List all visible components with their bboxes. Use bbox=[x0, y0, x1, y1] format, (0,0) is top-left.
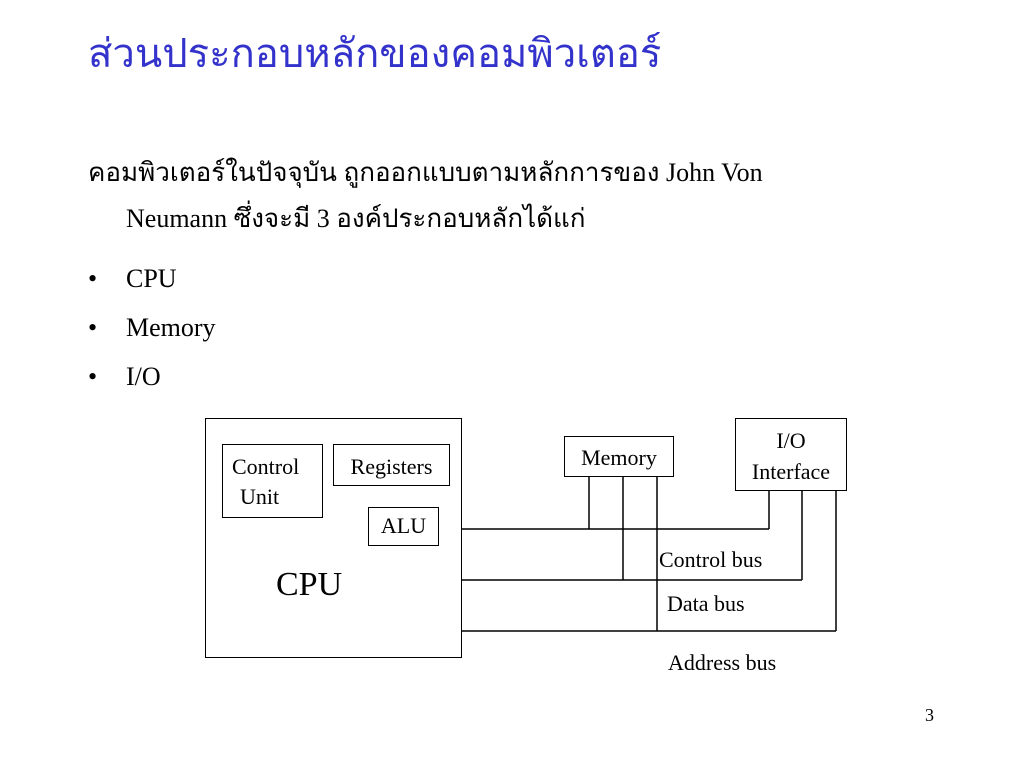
control-bus-label: Control bus bbox=[659, 547, 763, 572]
intro-line-2: Neumann ซึ่งจะมี 3 องค์ประกอบหลักได้แก่ bbox=[126, 204, 586, 233]
data-bus-label: Data bus bbox=[667, 591, 745, 616]
bullet-list: • CPU • Memory • I/O bbox=[88, 258, 216, 405]
io-label-2: Interface bbox=[751, 459, 831, 484]
memory-box bbox=[564, 436, 674, 477]
bullet-icon: • bbox=[88, 362, 98, 391]
page-title: ส่วนประกอบหลักของคอมพิวเตอร์ bbox=[88, 31, 662, 76]
control-unit-box bbox=[222, 444, 323, 518]
bullet-icon: • bbox=[88, 313, 98, 342]
intro-paragraph: คอมพิวเตอร์ในปัจจุบัน ถูกออกแบบตามหลักกา… bbox=[88, 150, 888, 242]
address-bus-label: Address bus bbox=[668, 650, 777, 675]
bullet-text: CPU bbox=[126, 264, 177, 293]
bullet-text: Memory bbox=[126, 313, 216, 342]
bullet-icon: • bbox=[88, 264, 98, 293]
page-number: 3 bbox=[925, 705, 934, 725]
io-interface-box bbox=[735, 418, 847, 491]
cpu-label: CPU bbox=[276, 566, 343, 603]
intro-line-1: คอมพิวเตอร์ในปัจจุบัน ถูกออกแบบตามหลักกา… bbox=[88, 158, 763, 187]
memory-label: Memory bbox=[581, 445, 657, 470]
list-item: • CPU bbox=[88, 258, 216, 307]
io-label-1: I/O bbox=[776, 428, 806, 453]
alu-box bbox=[368, 507, 439, 546]
list-item: • Memory bbox=[88, 307, 216, 356]
bullet-text: I/O bbox=[126, 362, 161, 391]
control-unit-label-1: Control bbox=[232, 454, 300, 479]
control-unit-label-2: Unit bbox=[240, 484, 280, 509]
registers-label: Registers bbox=[350, 454, 433, 479]
list-item: • I/O bbox=[88, 356, 216, 405]
registers-box bbox=[333, 444, 450, 486]
alu-label: ALU bbox=[380, 513, 427, 538]
